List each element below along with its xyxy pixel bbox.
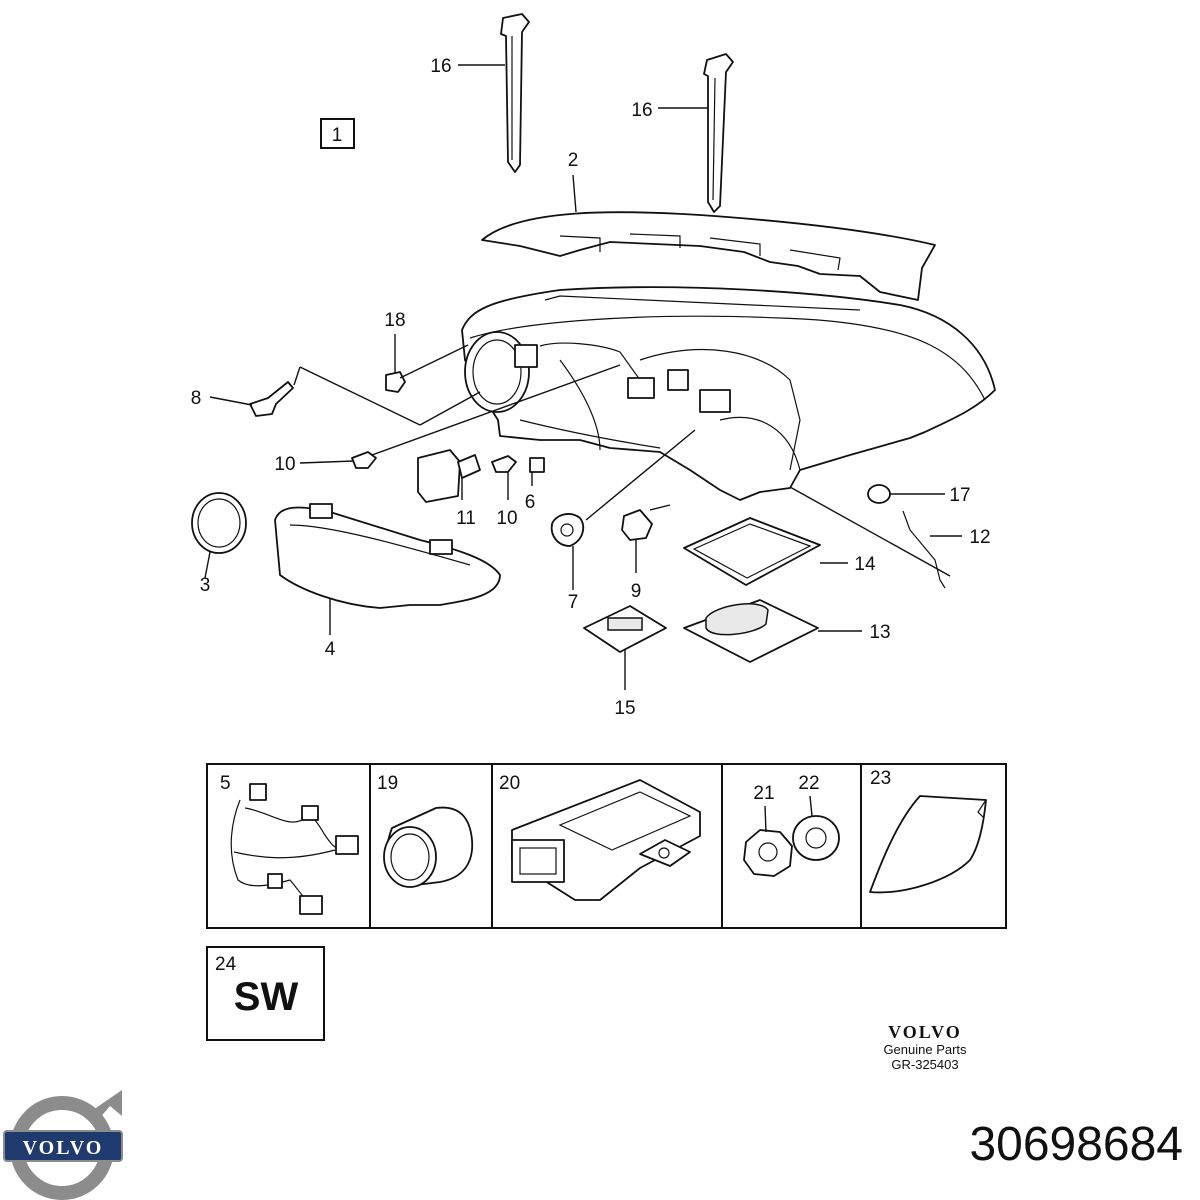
callout-10b: 10 [496, 508, 517, 529]
callout-7: 7 [568, 592, 579, 613]
bracket-part-16-a [500, 13, 530, 173]
control-unit-part-15 [583, 605, 667, 653]
sleeve-part-19 [383, 806, 474, 888]
callout-3: 3 [200, 575, 211, 596]
logo-badge [3, 1130, 123, 1162]
section-box-label: 1 [332, 125, 343, 146]
callout-labels: 16 16 2 18 8 10 11 10 6 7 9 17 12 14 13 … [191, 56, 991, 719]
callout-16b: 16 [631, 100, 652, 121]
software-cell-24: 24 SW [206, 946, 325, 1041]
wiring-harness-part-5 [230, 783, 359, 915]
table-cell-23 [860, 763, 1007, 929]
bracket-part-16-b [703, 53, 734, 213]
headlamp-housing [461, 286, 996, 501]
table-cell-24 [206, 946, 325, 1041]
part-number: 30698684 [969, 1118, 1183, 1171]
software-label: SW [234, 975, 299, 1019]
callout-15: 15 [614, 698, 635, 719]
bolt-part-8 [249, 381, 294, 417]
callout-13: 13 [869, 622, 890, 643]
callout-8: 8 [191, 388, 202, 409]
cover-part-2 [481, 211, 936, 301]
cover-part-4 [274, 503, 501, 609]
grommet-part-17 [867, 484, 891, 504]
ballast-part-13 [683, 599, 819, 663]
callout-14: 14 [854, 554, 876, 575]
module-part-11 [417, 449, 481, 503]
clip-part-18 [385, 371, 406, 393]
callout-2: 2 [568, 150, 579, 171]
control-module-part-20 [511, 779, 701, 901]
callout-17: 17 [949, 485, 970, 506]
callout-11: 11 [456, 508, 476, 529]
seal-part-14 [683, 517, 821, 586]
section-box [320, 118, 355, 149]
footer-genuine: Genuine Parts [883, 1042, 967, 1057]
socket-part-7 [550, 513, 585, 547]
callout-4: 4 [325, 639, 336, 660]
callout-9: 9 [631, 581, 642, 602]
bulb-part-10-b [491, 455, 517, 473]
footer-brand: VOLVO [888, 1022, 962, 1042]
logo-arrow-icon [90, 1090, 122, 1120]
cell-label-22: 22 [798, 773, 819, 794]
footer-ref: GR-325403 [891, 1057, 958, 1072]
logo-text: VOLVO [23, 1137, 104, 1159]
parts-table: 5 19 20 21 22 23 [206, 763, 1007, 929]
label-sheet-part-23 [869, 795, 987, 894]
wire-part-12 [902, 510, 946, 589]
leader-lines [204, 64, 962, 690]
bulb-part-9 [621, 509, 653, 541]
bulb-part-10-a [351, 451, 377, 469]
callout-6: 6 [525, 492, 536, 513]
callout-18: 18 [384, 310, 405, 331]
washer-part-22 [792, 795, 840, 861]
callout-10a: 10 [274, 454, 295, 475]
volvo-logo: VOLVO [3, 1090, 123, 1200]
cell-label-5: 5 [220, 773, 231, 794]
cell-label-24: 24 [215, 954, 237, 975]
nut-part-21 [743, 805, 793, 877]
cell-label-20: 20 [499, 773, 520, 794]
cell-label-21: 21 [753, 783, 774, 804]
diagram-footer: VOLVO Genuine Parts GR-325403 [883, 1022, 967, 1072]
ring-part-3 [191, 492, 247, 554]
callout-12: 12 [969, 527, 990, 548]
connector-part-6 [529, 457, 545, 473]
cell-label-19: 19 [377, 773, 398, 794]
cell-label-23: 23 [870, 768, 891, 789]
callout-16a: 16 [430, 56, 451, 77]
